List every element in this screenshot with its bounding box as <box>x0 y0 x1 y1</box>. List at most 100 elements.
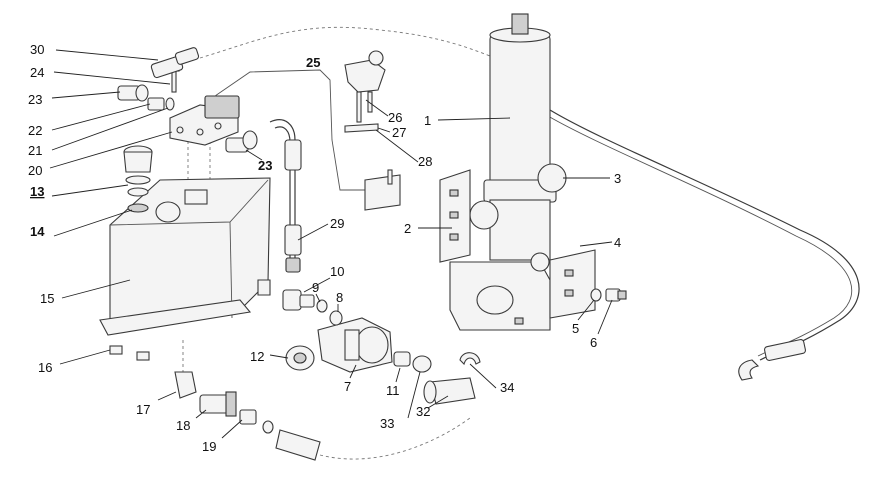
leader-26 <box>365 99 389 117</box>
callout-5: 5 <box>572 321 579 336</box>
main-hose <box>549 109 860 361</box>
fitting-19 <box>239 409 274 434</box>
callout-7: 7 <box>344 379 351 394</box>
leader-16 <box>59 349 111 365</box>
callout-23b: 23 <box>258 158 272 173</box>
callout-27: 27 <box>392 125 406 140</box>
leader-10 <box>303 277 331 293</box>
callout-11: 11 <box>386 383 400 398</box>
strainer <box>127 189 208 223</box>
valve-18 <box>199 391 237 417</box>
washer-9 <box>316 299 328 313</box>
callout-20: 20 <box>28 163 42 178</box>
leader-17 <box>157 391 177 401</box>
bracket-28 <box>364 169 401 211</box>
leader-18 <box>195 409 207 419</box>
leader-33 <box>407 371 421 419</box>
tank-foot <box>109 345 123 355</box>
callout-16: 16 <box>38 360 52 375</box>
elbow-23-middle <box>225 130 258 153</box>
clamp-33 <box>412 355 432 373</box>
callout-14: 14 <box>30 224 45 239</box>
callout-28: 28 <box>418 154 432 169</box>
leader-32 <box>427 395 449 409</box>
callout-9: 9 <box>312 280 319 295</box>
leader-1 <box>437 117 511 121</box>
callout-13: 13 <box>30 184 44 199</box>
hose-end-fitting <box>738 339 807 381</box>
leader-30 <box>55 49 159 61</box>
leader-11 <box>395 367 401 383</box>
callout-21: 21 <box>28 143 42 158</box>
callout-17: 17 <box>136 402 150 417</box>
leader-13 <box>51 184 129 197</box>
callout-10: 10 <box>330 264 344 279</box>
callout-15: 15 <box>40 291 54 306</box>
leader-5 <box>577 299 595 321</box>
leader-6 <box>597 299 613 335</box>
o-ring-8 <box>329 310 343 326</box>
leader-27 <box>377 127 391 133</box>
callout-26: 26 <box>388 110 402 125</box>
drain-hose <box>275 429 321 461</box>
callout-22: 22 <box>28 123 42 138</box>
washer-22 <box>165 97 175 111</box>
leader-23b <box>245 149 263 161</box>
valve-block <box>169 95 240 146</box>
tank-foot-2 <box>136 351 150 361</box>
callout-34: 34 <box>500 380 514 395</box>
right-mounting-bracket <box>530 249 596 319</box>
elbow-10 <box>282 289 315 311</box>
leader-29 <box>297 223 329 241</box>
left-mounting-bracket <box>439 169 471 263</box>
base-mount <box>449 261 551 331</box>
leader-23a <box>51 91 121 99</box>
callout-18: 18 <box>176 418 190 433</box>
suction-hose <box>423 377 476 405</box>
leader-22 <box>51 103 151 131</box>
leader-15 <box>61 279 131 299</box>
control-lever <box>344 50 386 123</box>
control-line <box>214 69 365 191</box>
leader-21 <box>51 107 169 151</box>
lever-27 <box>344 123 379 133</box>
callout-33: 33 <box>380 416 394 431</box>
callout-30: 30 <box>30 42 44 57</box>
telescopic-cylinder <box>469 13 567 261</box>
callout-12: 12 <box>250 349 264 364</box>
main-hose-inner <box>547 115 853 357</box>
fitting-22 <box>147 97 165 111</box>
leader-19 <box>221 419 243 439</box>
hose-30 <box>150 47 200 79</box>
callout-19: 19 <box>202 439 216 454</box>
flange-12 <box>285 345 315 371</box>
leader-9 <box>315 293 321 303</box>
callout-25: 25 <box>306 55 320 70</box>
callout-6: 6 <box>590 335 597 350</box>
oil-tank <box>99 177 271 336</box>
washer-5 <box>590 288 602 302</box>
callout-32: 32 <box>416 404 430 419</box>
clamp-34 <box>459 352 481 366</box>
leader-14 <box>53 209 133 237</box>
leader-20 <box>49 131 173 169</box>
elbow-23-top <box>117 84 149 102</box>
dashed-return-line <box>199 26 501 61</box>
leader-28 <box>375 129 419 163</box>
fitting-11 <box>393 351 411 367</box>
leader-24 <box>53 71 171 85</box>
leader-4 <box>579 241 613 247</box>
callout-24: 24 <box>30 65 44 80</box>
filler-cap <box>123 145 153 197</box>
callout-3: 3 <box>614 171 621 186</box>
leader-12 <box>269 354 289 359</box>
callout-23a: 23 <box>28 92 42 107</box>
elbow-17 <box>174 371 197 399</box>
fitting-6 <box>605 288 627 302</box>
callout-8: 8 <box>336 290 343 305</box>
callout-2: 2 <box>404 221 411 236</box>
callout-1: 1 <box>424 113 431 128</box>
leader-34 <box>469 363 497 389</box>
dashed-suction-line <box>319 417 471 460</box>
pressure-pipe <box>269 119 302 273</box>
